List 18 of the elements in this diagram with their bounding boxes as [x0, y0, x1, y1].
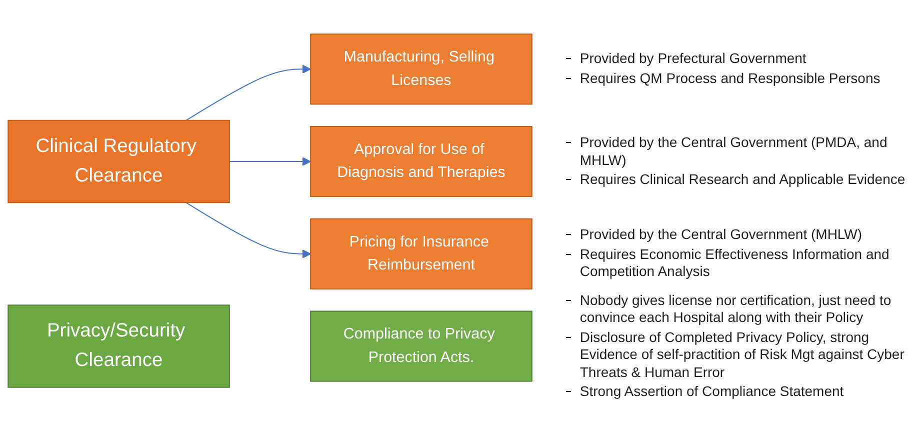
note-text: Provided by the Central Government (MHLW) [580, 226, 913, 244]
node-box: Approval for Use of Diagnosis and Therapies [310, 126, 532, 197]
note-text: Disclosure of Completed Privacy Policy, strong Evidence of self-practition of Risk Mgt against Cyber Threats & Human Error [580, 328, 913, 381]
note-text: Strong Assertion of Compliance Statement [580, 383, 913, 400]
arrow [186, 202, 311, 258]
node-box: Pricing for Insurance Reimbursement [310, 218, 532, 290]
node-box: Compliance to Privacy Protection Acts. [310, 310, 532, 382]
node-box: Privacy/Security Clearance [8, 304, 230, 388]
note-text: Provided by Prefectural Government [580, 50, 913, 68]
note-text: Requires Clinical Research and Applicable Evidence [580, 171, 913, 189]
arrow [229, 156, 311, 166]
note-text: Provided by the Central Government (PMDA, and MHLW) [580, 134, 913, 170]
note-text: Requires QM Process and Responsible Persons [580, 70, 913, 88]
node-box: Clinical Regulatory Clearance [8, 120, 230, 203]
arrow [186, 64, 311, 121]
node-box: Manufacturing, Selling Licenses [310, 33, 532, 104]
note-text: Nobody gives license nor certification, just need to convince each Hospital along with their Policy [580, 292, 913, 326]
note-text: Requires Economic Effectiveness Information and Competition Analysis [580, 246, 913, 281]
